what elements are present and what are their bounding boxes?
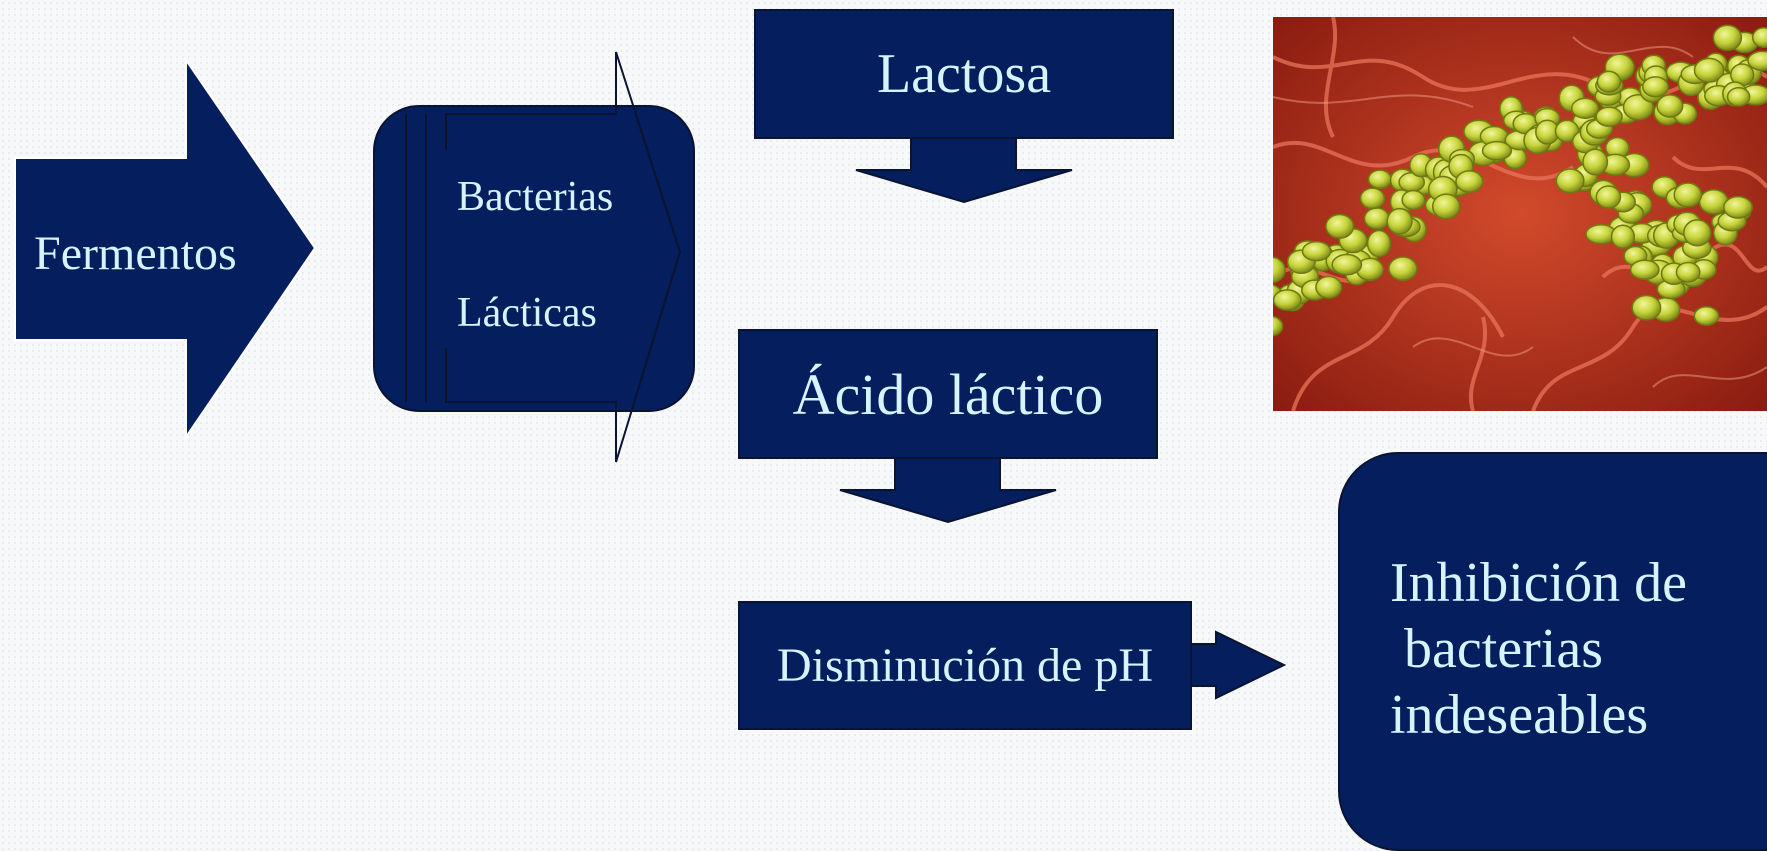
lactosa-down-arrow xyxy=(855,137,1073,204)
coccus xyxy=(1683,219,1712,247)
coccus xyxy=(1693,306,1720,326)
coccus xyxy=(1693,57,1725,83)
coccus xyxy=(1273,289,1302,311)
coccus xyxy=(1366,229,1392,258)
coccus xyxy=(1595,106,1623,127)
fermentos-arrow xyxy=(14,56,317,441)
inhibicion-line-2: bacterias xyxy=(1390,618,1603,680)
coccus xyxy=(1359,187,1386,210)
micrograph-drawing xyxy=(1273,17,1767,411)
coccus xyxy=(1712,24,1743,52)
coccus xyxy=(1481,140,1513,161)
coccus xyxy=(1642,76,1669,98)
coccus xyxy=(1301,240,1332,262)
coccus xyxy=(1386,207,1413,235)
coccus xyxy=(1595,185,1622,209)
lactosa-box xyxy=(754,9,1174,139)
bacterias-box xyxy=(373,105,695,412)
coccus xyxy=(1675,261,1701,283)
coccus xyxy=(1582,148,1609,176)
coccus xyxy=(1596,70,1622,93)
disminucion-ph-box xyxy=(738,601,1192,730)
coccus xyxy=(1331,253,1363,276)
coccus xyxy=(1273,256,1286,284)
coccus xyxy=(1363,207,1390,230)
bacteria-micrograph-image xyxy=(1273,17,1767,411)
acido-lactico-down-arrow xyxy=(839,457,1057,524)
coccus xyxy=(1555,168,1585,194)
coccus xyxy=(1325,213,1355,239)
coccus xyxy=(1388,256,1418,281)
coccus xyxy=(1673,182,1703,208)
lactosa-label: Lactosa xyxy=(876,43,1052,105)
coccus xyxy=(1751,27,1767,48)
coccus xyxy=(1723,195,1753,219)
inhibicion-box xyxy=(1338,452,1767,851)
acido-lactico-label: Ácido láctico xyxy=(792,361,1104,427)
coccus xyxy=(1273,315,1284,337)
coccus xyxy=(1554,119,1580,143)
coccus xyxy=(1570,97,1600,119)
lacticas-label: Lácticas xyxy=(457,290,597,336)
acido-lactico-box xyxy=(738,329,1158,459)
inhibicion-line-1: Inhibición de xyxy=(1390,552,1688,614)
coccus xyxy=(1401,189,1426,210)
disminucion-ph-label: Disminución de pH xyxy=(777,639,1153,692)
coccus xyxy=(1610,224,1636,249)
inhibicion-line-3: indeseables xyxy=(1390,684,1649,746)
bacterias-arrow-outline xyxy=(405,51,682,463)
coccus xyxy=(1431,193,1461,220)
fermentos-label: Fermentos xyxy=(34,227,237,280)
disminucion-ph-right-arrow xyxy=(1190,630,1287,700)
inhibicion-label: Inhibición de bacterias indeseables xyxy=(1390,550,1750,748)
coccus xyxy=(1315,275,1343,299)
bacterias-label: Bacterias xyxy=(457,174,614,220)
coccus xyxy=(1631,294,1662,321)
coccus xyxy=(1367,169,1392,190)
coccus xyxy=(1747,50,1767,71)
coccus xyxy=(1629,259,1660,280)
coccus xyxy=(1455,170,1484,193)
coccus xyxy=(1656,94,1684,118)
coccus xyxy=(1726,87,1751,107)
